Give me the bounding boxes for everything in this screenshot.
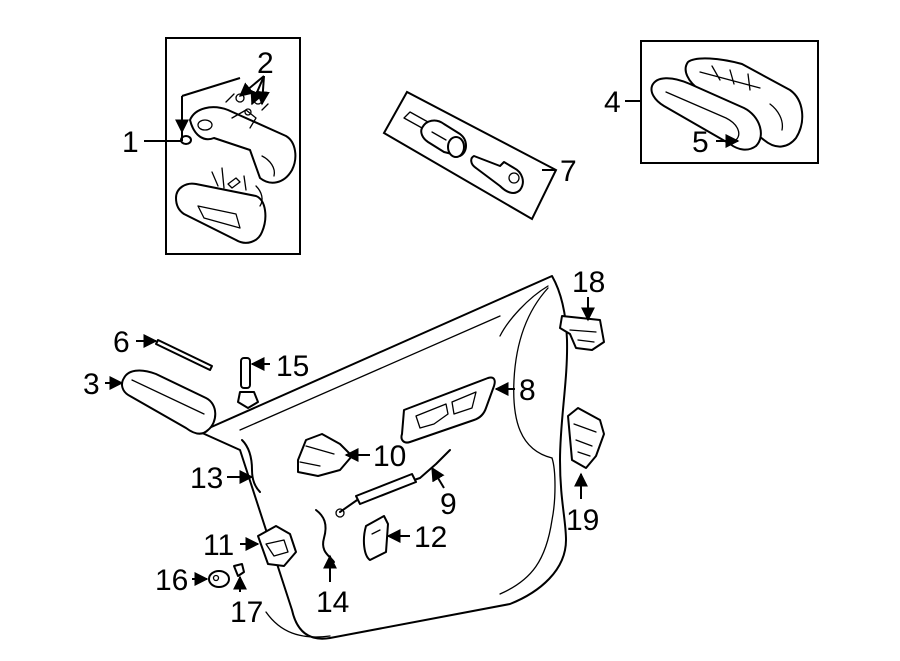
callout-11: 11 bbox=[203, 529, 234, 562]
callout-5: 5 bbox=[692, 126, 709, 159]
callout-14: 14 bbox=[316, 586, 349, 619]
callout-16: 16 bbox=[155, 564, 188, 597]
callout-10: 10 bbox=[373, 440, 406, 473]
latch-part bbox=[567, 407, 605, 499]
callout-2: 2 bbox=[257, 47, 274, 80]
armrest-part bbox=[105, 369, 217, 435]
clip-16-17-part bbox=[192, 563, 247, 592]
callout-17: 17 bbox=[230, 596, 263, 629]
rod-part bbox=[136, 334, 213, 371]
outside-handle-group bbox=[144, 37, 301, 255]
callout-4: 4 bbox=[604, 86, 621, 119]
rod-13-part bbox=[227, 439, 261, 493]
striker-part bbox=[559, 297, 605, 351]
callout-13: 13 bbox=[190, 462, 223, 495]
lock-cylinder-group bbox=[382, 90, 558, 221]
cable-part bbox=[335, 449, 451, 518]
callout-3: 3 bbox=[83, 368, 100, 401]
callout-1: 1 bbox=[122, 126, 139, 159]
handle-housing-part bbox=[240, 525, 297, 567]
bracket-12-part bbox=[362, 515, 410, 561]
outside-handle-box bbox=[165, 37, 301, 255]
callout-15: 15 bbox=[276, 350, 309, 383]
handle-bezel-part bbox=[400, 376, 515, 444]
callout-18: 18 bbox=[572, 266, 605, 299]
inside-handle-group bbox=[625, 40, 819, 164]
callout-8: 8 bbox=[519, 374, 536, 407]
callout-19: 19 bbox=[566, 504, 599, 537]
lock-knob-part bbox=[237, 357, 270, 409]
actuator-part bbox=[297, 433, 370, 477]
callout-labels: 1 2 3 4 5 6 7 8 9 10 11 12 13 14 15 16 1… bbox=[83, 47, 709, 629]
callout-7: 7 bbox=[560, 155, 577, 188]
callout-9: 9 bbox=[440, 488, 457, 521]
callout-6: 6 bbox=[113, 326, 130, 359]
callout-12: 12 bbox=[414, 521, 447, 554]
rod-14-part bbox=[315, 509, 337, 582]
